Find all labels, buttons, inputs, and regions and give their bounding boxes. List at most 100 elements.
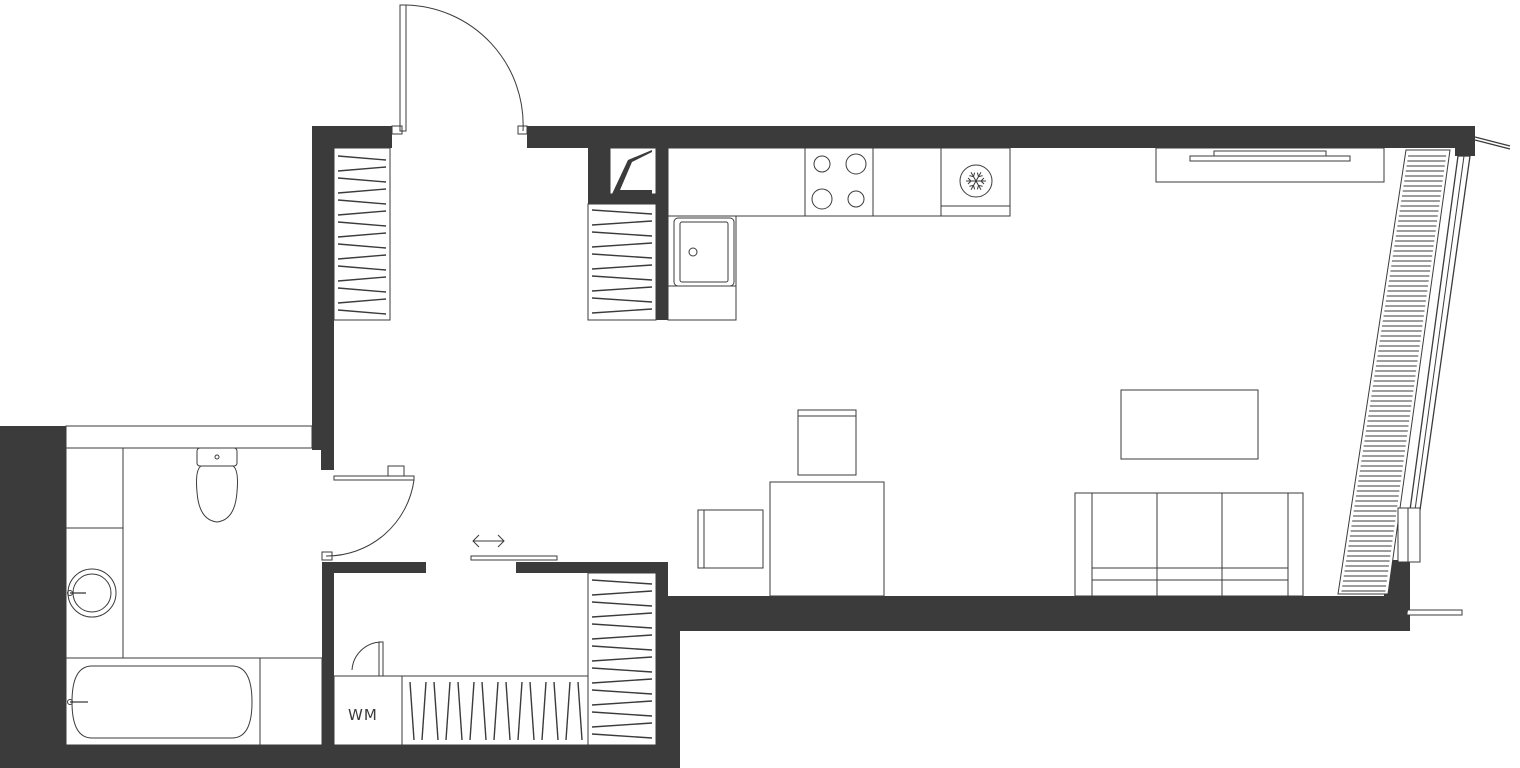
hanger-mark xyxy=(591,579,653,585)
door-leaf[interactable] xyxy=(399,4,407,132)
hanger-mark xyxy=(591,590,653,596)
balcony-rail-bottom xyxy=(1405,609,1463,616)
wall-hall-left-stub xyxy=(321,448,334,470)
wall-bottom-left xyxy=(66,745,680,768)
wall-bottom-corner xyxy=(1362,596,1384,631)
tv xyxy=(1189,155,1351,162)
living-room xyxy=(697,147,1385,597)
hanger-mark xyxy=(517,681,523,741)
hanger-mark xyxy=(591,264,653,270)
storage-room: WM xyxy=(333,572,657,746)
hanger-mark xyxy=(409,681,415,741)
wall-bottom-main xyxy=(658,596,1362,631)
washing-machine[interactable] xyxy=(333,675,403,746)
bath-cabinet xyxy=(65,447,124,529)
wall-top-corner xyxy=(1455,126,1475,156)
wall-kitchen-niche-left xyxy=(588,148,610,194)
hanger-mark xyxy=(591,667,653,673)
hanger-mark xyxy=(337,188,387,194)
coffee-table xyxy=(1120,389,1259,460)
wall-kitchen-niche-right xyxy=(656,148,668,320)
walls xyxy=(0,126,1475,768)
storage-door-leaf[interactable] xyxy=(378,641,384,677)
bath-door-leaf[interactable] xyxy=(333,475,415,481)
hanger-mark xyxy=(337,177,387,183)
slanted-window-wall xyxy=(1337,136,1511,631)
sink-basin xyxy=(679,221,729,283)
bathtub xyxy=(65,657,323,746)
hanger-mark xyxy=(469,681,475,741)
hanger-mark xyxy=(337,166,387,172)
wall-bath-outer xyxy=(0,426,66,768)
door-jamb-left xyxy=(391,125,403,135)
hanger-mark xyxy=(337,221,387,227)
hanger-mark xyxy=(591,722,653,728)
hanger-mark xyxy=(591,634,653,640)
hanger-mark xyxy=(421,681,427,741)
toilet[interactable] xyxy=(196,447,238,523)
hall-wardrobe xyxy=(333,147,391,321)
hanger-mark xyxy=(337,287,387,293)
hanger-mark xyxy=(481,681,487,741)
hanger-mark xyxy=(591,242,653,248)
hanger-mark xyxy=(591,253,653,259)
bath-door-arc xyxy=(325,479,415,557)
hanger-mark xyxy=(337,155,387,161)
hanger-mark xyxy=(337,254,387,260)
entrance-door[interactable] xyxy=(391,4,528,135)
hanger-mark xyxy=(591,700,653,706)
hanger-mark xyxy=(591,209,653,215)
hanger-mark xyxy=(591,711,653,717)
dining-table xyxy=(769,481,885,597)
hanger-mark xyxy=(591,220,653,226)
hanger-mark xyxy=(591,231,653,237)
hanger-mark xyxy=(591,623,653,629)
hanger-mark xyxy=(591,612,653,618)
bathtub-inner xyxy=(71,665,253,739)
sink-drain xyxy=(688,247,698,257)
hanger-mark xyxy=(553,681,559,741)
hanger-mark xyxy=(337,298,387,304)
wall-storage-right-ext xyxy=(656,596,680,768)
hanger-mark xyxy=(337,309,387,315)
sofa xyxy=(1074,492,1304,597)
hanger-mark xyxy=(591,286,653,292)
bathroom xyxy=(65,425,323,746)
hanger-mark xyxy=(337,199,387,205)
radiator-strip xyxy=(1337,149,1451,595)
sink[interactable] xyxy=(673,217,735,287)
hanger-mark xyxy=(337,243,387,249)
hanger-mark xyxy=(591,601,653,607)
burner-4 xyxy=(847,190,865,208)
hanger-mark xyxy=(565,681,571,741)
wall-storage-top-left xyxy=(322,562,426,573)
dining-chair-top xyxy=(797,409,857,476)
snowflake-icon xyxy=(959,164,993,198)
hanger-mark xyxy=(591,275,653,281)
kitchen xyxy=(587,147,1011,321)
hanger-mark xyxy=(577,681,583,741)
washing-machine-label: WM xyxy=(348,706,378,724)
window-sill xyxy=(1397,507,1421,563)
wall-kitchen-niche-shelf xyxy=(588,194,658,204)
burner-3 xyxy=(811,188,833,210)
sliding-door-panel[interactable] xyxy=(470,555,558,561)
wall-hall-left xyxy=(312,126,334,450)
wall-bath-divider xyxy=(322,562,334,745)
bath-top-ledge xyxy=(65,425,313,449)
tv-base xyxy=(1213,150,1327,157)
sliding-door[interactable] xyxy=(470,534,558,561)
hanger-mark xyxy=(457,681,463,741)
hanger-mark xyxy=(337,265,387,271)
hanger-mark xyxy=(591,689,653,695)
bathroom-door[interactable] xyxy=(321,465,415,561)
wall-top-main xyxy=(527,126,1457,148)
storage-door-arc xyxy=(351,641,382,671)
burner-2 xyxy=(845,153,867,175)
hanger-mark xyxy=(591,308,653,314)
hanger-mark xyxy=(591,297,653,303)
hanger-mark xyxy=(433,681,439,741)
hanger-mark xyxy=(505,681,511,741)
hanger-mark xyxy=(445,681,451,741)
